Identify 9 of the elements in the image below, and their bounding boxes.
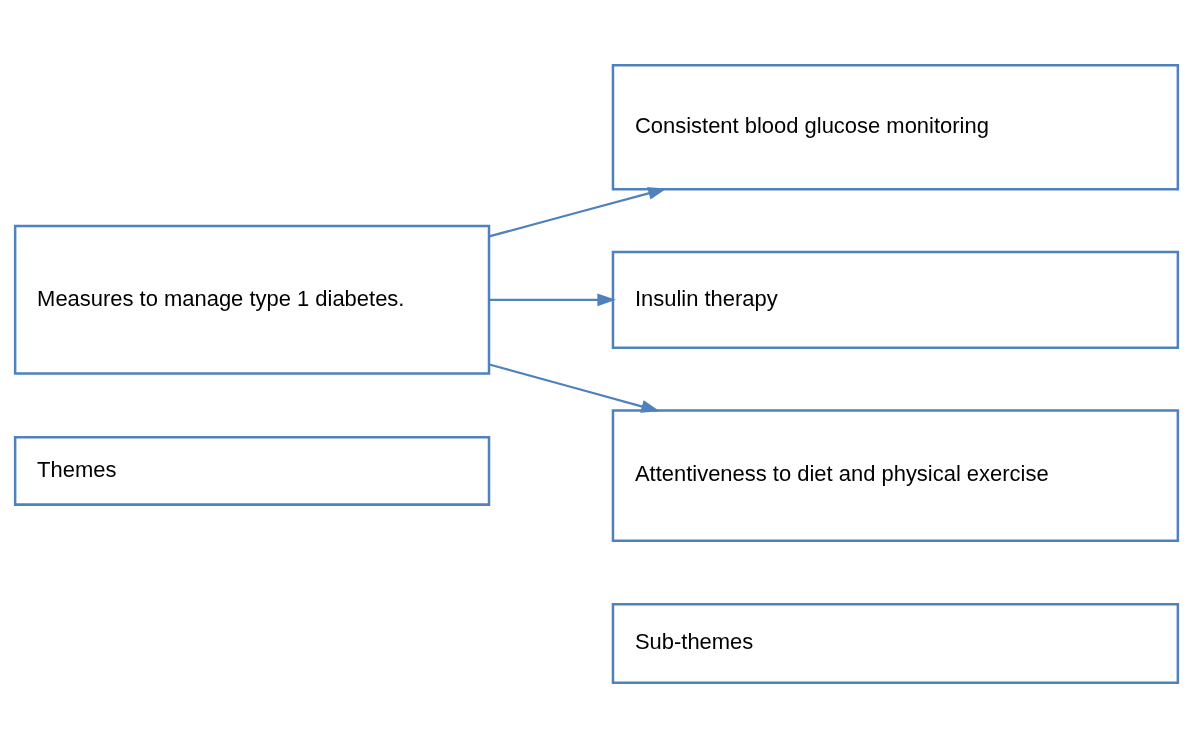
node-box: Themes xyxy=(13,435,491,506)
arrow xyxy=(489,363,660,413)
node-box: Insulin therapy xyxy=(611,250,1180,349)
node-box: Sub-themes xyxy=(611,602,1180,684)
node-box: Consistent blood glucose monitoring xyxy=(611,63,1180,190)
arrow xyxy=(489,292,616,306)
arrow xyxy=(489,186,667,237)
node-box: Attentiveness to diet and physical exercise xyxy=(611,408,1180,542)
node-box: Measures to manage type 1 diabetes. xyxy=(13,224,491,375)
